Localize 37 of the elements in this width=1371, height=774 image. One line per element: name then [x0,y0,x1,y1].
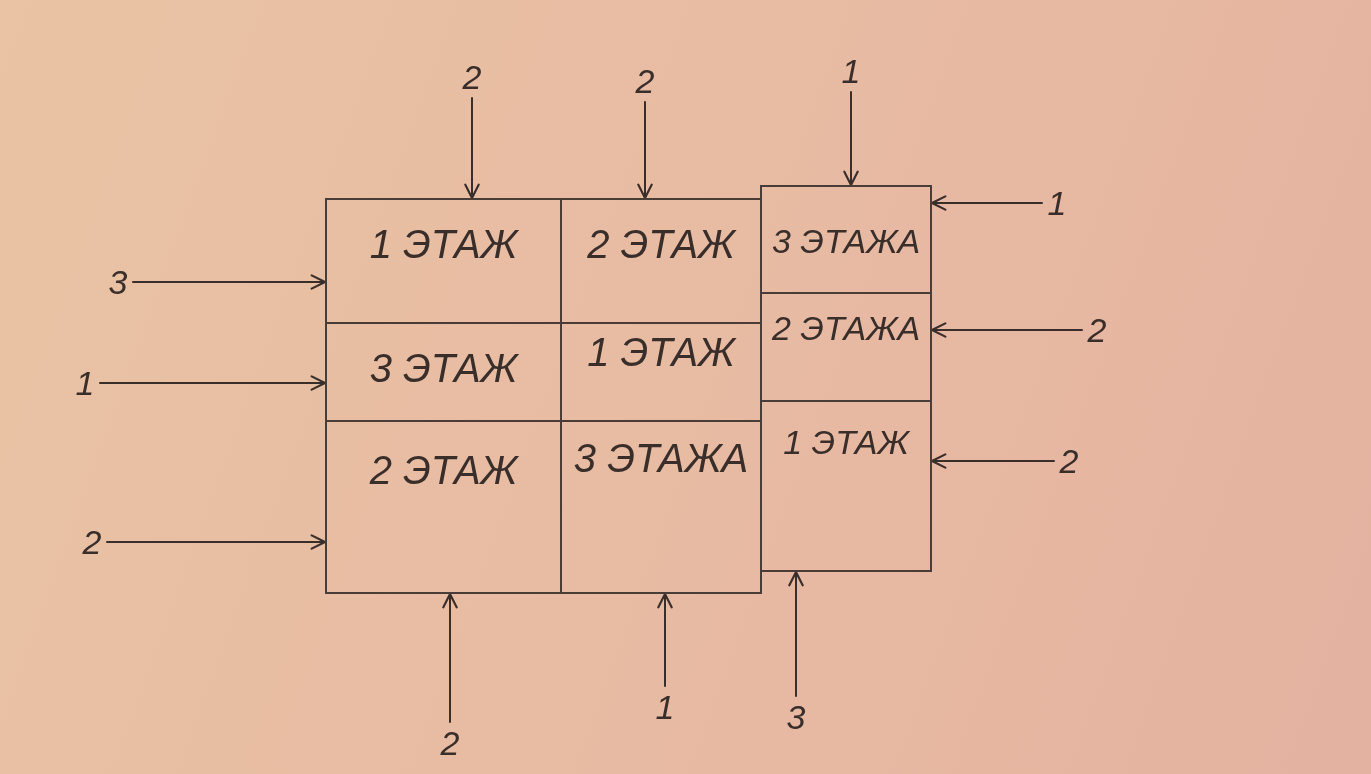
arrow [788,570,804,697]
clue-number: 1 [70,362,100,404]
grid-cell [760,400,932,572]
arrow [442,592,458,723]
arrow [657,592,673,687]
clue-number: 2 [1054,440,1084,482]
clue-number: 2 [1082,309,1112,351]
clue-number: 1 [650,686,680,728]
floor-label: 2 ЭТАЖ [587,222,735,266]
floor-label: 3 ЭТАЖА [573,436,749,480]
arrow [106,534,327,550]
floor-label: 2 ЭТАЖА [771,310,921,348]
grid-cell [760,185,932,294]
floor-label: 1 ЭТАЖ [587,330,735,374]
arrow [930,195,1043,211]
arrow [99,375,327,391]
floor-label: 1 ЭТАЖ [369,222,518,266]
floor-label: 3 ЭТАЖА [771,223,921,261]
grid-cell [325,198,562,324]
clue-number: 3 [781,696,811,738]
floor-label: 1 ЭТАЖ [783,424,909,462]
clue-number: 2 [435,722,465,764]
arrow [464,97,480,200]
grid-cell [325,420,562,594]
clue-number: 3 [103,261,133,303]
arrow [843,91,859,187]
floor-label: 2 ЭТАЖ [369,448,518,492]
clue-number: 1 [836,50,866,92]
clue-number: 2 [630,60,660,102]
arrow [930,322,1083,338]
arrow [930,453,1055,469]
clue-number: 2 [457,56,487,98]
arrow [637,101,653,200]
clue-number: 2 [77,521,107,563]
clue-number: 1 [1042,182,1072,224]
floor-label: 3 ЭТАЖ [369,346,518,390]
arrow [132,274,327,290]
